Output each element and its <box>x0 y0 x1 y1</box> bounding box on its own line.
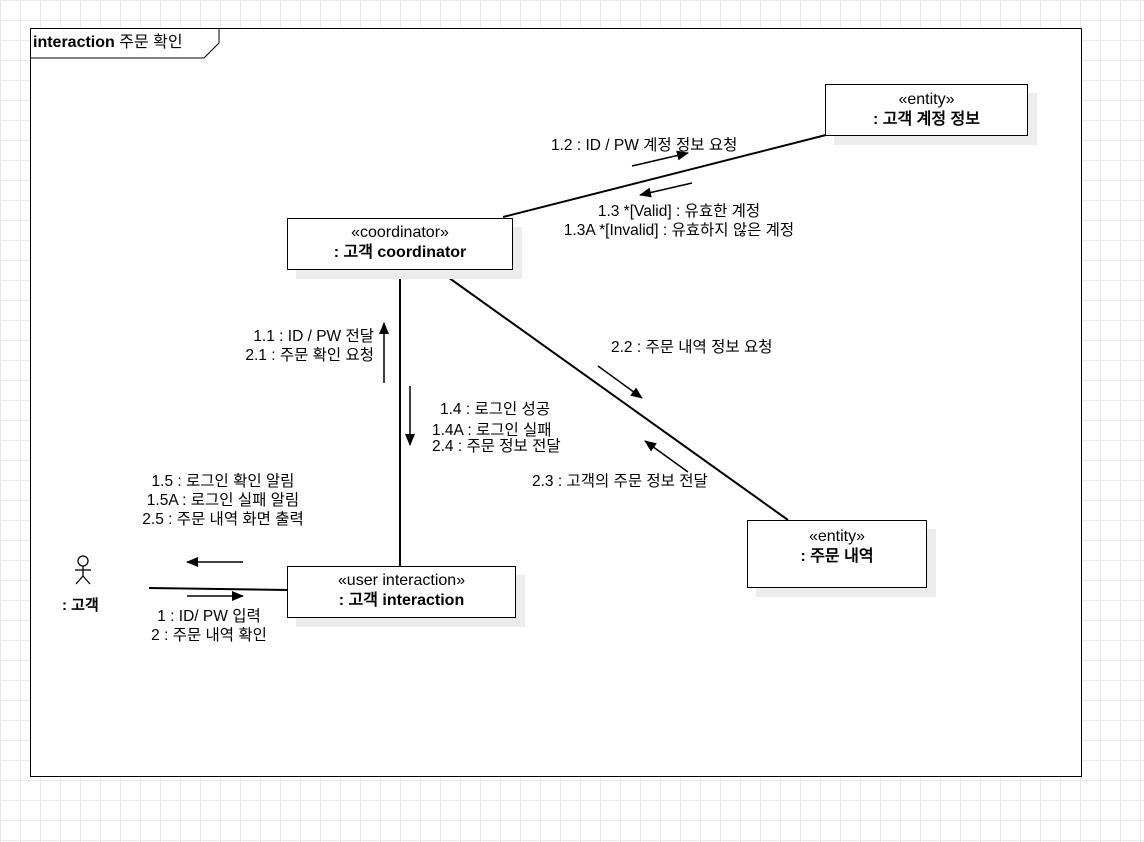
frame-keyword: interaction <box>33 34 115 51</box>
message-label-1-3-group: 1.3 *[Valid] : 유효한 계정 1.3A *[Invalid] : … <box>540 202 818 240</box>
frame-title: interaction 주문 확인 <box>31 29 219 58</box>
object-coordinator[interactable]: «coordinator» : 고객 coordinator <box>287 218 513 270</box>
object-name: : 고객 interaction <box>338 592 465 609</box>
message-label-1-3A: 1.3A *[Invalid] : 유효하지 않은 계정 <box>563 222 795 239</box>
message-label-1-group: 1 : ID/ PW 입력 2 : 주문 내역 확인 <box>124 607 294 645</box>
message-label-2: 2 : 주문 내역 확인 <box>151 627 267 644</box>
link-coordinator-account <box>502 134 827 218</box>
object-order-history[interactable]: «entity» : 주문 내역 <box>747 520 927 588</box>
interaction-frame <box>30 28 1082 777</box>
object-name: : 고객 계정 정보 <box>873 111 980 128</box>
arrow-1-2 <box>631 150 689 167</box>
message-label-2-2: 2.2 : 주문 내역 정보 요청 <box>611 339 773 356</box>
actor-label: : 고객 <box>62 597 99 614</box>
stereotype-label: «user interaction» <box>337 572 466 589</box>
message-label-1-4: 1.4 : 로그인 성공 <box>440 401 551 418</box>
object-user-interaction[interactable]: «user interaction» : 고객 interaction <box>287 566 516 618</box>
object-account-info[interactable]: «entity» : 고객 계정 정보 <box>825 84 1028 136</box>
message-label-2-1: 2.1 : 주문 확인 요청 <box>245 347 374 364</box>
message-label-1-1-group: 1.1 : ID / PW 전달 2.1 : 주문 확인 요청 <box>200 327 374 365</box>
message-label-2-5: 2.5 : 주문 내역 화면 출력 <box>142 511 304 528</box>
frame-name: 주문 확인 <box>119 34 183 51</box>
message-label-1: 1 : ID/ PW 입력 <box>157 608 261 625</box>
stereotype-label: «entity» <box>808 528 866 545</box>
message-label-2-3: 2.3 : 고객의 주문 정보 전달 <box>532 473 708 490</box>
message-label-2-4: 2.4 : 주문 정보 전달 <box>432 438 561 455</box>
actor-icon <box>75 555 91 585</box>
message-label-1-2: 1.2 : ID / PW 계정 정보 요청 <box>551 137 738 154</box>
message-label-1-5-group: 1.5 : 로그인 확인 알림 1.5A : 로그인 실패 알림 2.5 : 주… <box>118 472 328 529</box>
arrow-1-3 <box>639 182 693 198</box>
stereotype-label: «entity» <box>898 91 955 108</box>
link-coordinator-order <box>437 269 789 521</box>
message-label-1-3: 1.3 *[Valid] : 유효한 계정 <box>597 203 761 220</box>
stereotype-label: «coordinator» <box>351 224 449 241</box>
message-label-1-1: 1.1 : ID / PW 전달 <box>253 328 374 345</box>
arrow-2-3 <box>644 440 689 473</box>
frame-tab-shape <box>31 29 220 59</box>
message-label-1-5A: 1.5A : 로그인 실패 알림 <box>146 492 300 509</box>
arrow-2-2 <box>597 365 643 399</box>
object-name: : 주문 내역 <box>800 548 874 565</box>
link-actor-interaction <box>148 587 289 591</box>
message-label-1-4A: 1.4A : 로그인 실패 <box>432 422 552 439</box>
object-name: : 고객 coordinator <box>333 244 467 261</box>
message-label-1-5: 1.5 : 로그인 확인 알림 <box>151 473 295 490</box>
